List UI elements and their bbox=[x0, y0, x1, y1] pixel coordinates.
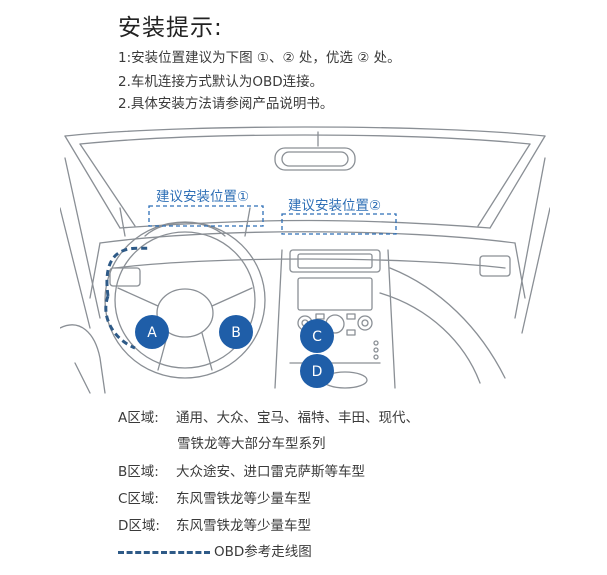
position-1-box bbox=[148, 205, 264, 227]
legend-b-text: 大众途安、进口雷克萨斯等车型 bbox=[176, 464, 365, 480]
position-2-box bbox=[281, 213, 397, 235]
car-interior-diagram: 建议安装位置① 建议安装位置② A B C D bbox=[60, 126, 550, 394]
obd-route-line bbox=[104, 246, 151, 350]
legend-obd-text: OBD参考走线图 bbox=[214, 544, 312, 560]
marker-a: A bbox=[135, 315, 169, 349]
legend-d-key: D区域: bbox=[118, 518, 160, 534]
tip-line-3: 2.具体安装方法请参阅产品说明书。 bbox=[118, 96, 334, 112]
marker-c-letter: C bbox=[312, 329, 322, 345]
legend-a-text: 通用、大众、宝马、福特、丰田、现代、 bbox=[176, 410, 419, 426]
marker-a-letter: A bbox=[147, 325, 157, 341]
legend-a: A区域: 通用、大众、宝马、福特、丰田、现代、 bbox=[118, 406, 419, 426]
legend-b: B区域: 大众途安、进口雷克萨斯等车型 bbox=[118, 460, 365, 480]
legend-b-key: B区域: bbox=[118, 464, 159, 480]
page-title: 安装提示: bbox=[118, 15, 223, 41]
obd-dash-sample bbox=[118, 550, 210, 554]
position-2-label: 建议安装位置② bbox=[288, 198, 381, 214]
legend-c-key: C区域: bbox=[118, 491, 159, 507]
tip-line-1: 1:安装位置建议为下图 ①、② 处，优选 ② 处。 bbox=[118, 50, 401, 66]
legend-d-text: 东风雪铁龙等少量车型 bbox=[176, 518, 311, 534]
legend-d: D区域: 东风雪铁龙等少量车型 bbox=[118, 514, 311, 534]
position-1-label: 建议安装位置① bbox=[156, 189, 249, 205]
legend-a-key: A区域: bbox=[118, 410, 159, 426]
marker-b-letter: B bbox=[231, 325, 241, 341]
legend-c-text: 东风雪铁龙等少量车型 bbox=[176, 491, 311, 507]
marker-d-letter: D bbox=[312, 364, 323, 380]
marker-b: B bbox=[219, 315, 253, 349]
marker-d: D bbox=[300, 354, 334, 388]
legend-obd: OBD参考走线图 bbox=[118, 540, 312, 560]
legend-c: C区域: 东风雪铁龙等少量车型 bbox=[118, 487, 311, 507]
marker-c: C bbox=[300, 319, 334, 353]
legend-a-text-2: 雪铁龙等大部分车型系列 bbox=[177, 436, 326, 452]
tip-line-2: 2.车机连接方式默认为OBD连接。 bbox=[118, 74, 324, 90]
